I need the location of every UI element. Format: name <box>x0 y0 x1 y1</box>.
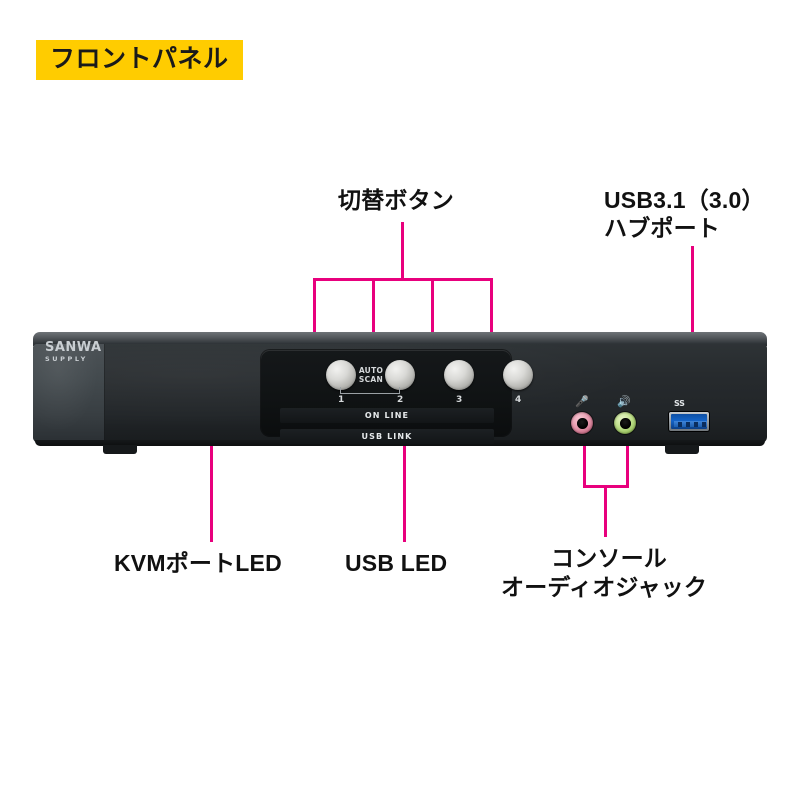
leader-audio-stem <box>604 485 607 537</box>
console-speaker-jack[interactable] <box>614 412 636 434</box>
leader-switch-stem <box>401 222 404 280</box>
leader-switch-bar <box>313 278 493 281</box>
leader-switch-drop-4 <box>490 278 493 363</box>
callout-usb-led: USB LED <box>345 550 448 576</box>
leader-audio-spk-drop <box>626 428 629 488</box>
leader-switch-drop-3 <box>431 278 434 363</box>
usb-pin-4 <box>702 422 706 427</box>
device-left-endcap <box>33 344 105 443</box>
superspeed-usb-icon: SS <box>674 399 685 408</box>
leader-switch-drop-2 <box>372 278 375 363</box>
usb-pin-1 <box>678 422 682 427</box>
callout-console-audio-line2: オーディオジャック <box>501 574 708 600</box>
switch-button-number-3: 3 <box>456 395 463 405</box>
switch-button-number-1: 1 <box>338 395 345 405</box>
section-title-badge: フロントパネル <box>36 40 243 81</box>
speaker-jack-hole <box>619 417 631 429</box>
leader-kvm-led-vertical <box>210 408 213 542</box>
auto-scan-line-1: AUTO <box>358 366 384 375</box>
callout-kvm-port-led: KVMポートLED <box>114 550 282 576</box>
brand-name: SANWA <box>45 340 102 355</box>
on-line-led-strip: ON LINE <box>280 408 494 423</box>
leader-usb-led <box>403 437 406 542</box>
auto-scan-line-2: SCAN <box>358 374 384 384</box>
control-panel-recess: AUTO SCAN 1 2 3 4 ON LINE USB LINK <box>261 350 533 444</box>
switch-button-1[interactable] <box>326 360 356 390</box>
switch-button-number-2: 2 <box>397 395 404 405</box>
switch-button-4[interactable] <box>503 360 533 390</box>
brand-subname: SUPPLY <box>45 355 88 363</box>
callout-usb-hub-port-line2: ハブポート <box>604 215 720 241</box>
leader-usb-hub-port <box>691 246 694 400</box>
device-foot-left <box>103 445 137 454</box>
usb-port-cavity <box>671 414 707 429</box>
auto-scan-label: AUTO SCAN <box>358 366 384 385</box>
callout-console-audio-line1: コンソール <box>551 545 667 571</box>
speaker-icon: 🔊 <box>617 395 631 408</box>
kvm-switch-device: SANWA SUPPLY AUTO SCAN 1 2 3 4 ON LINE U… <box>33 332 767 456</box>
device-top-bevel <box>33 332 767 346</box>
switch-button-number-4: 4 <box>515 395 522 405</box>
usb-link-led-strip: USB LINK <box>280 429 494 444</box>
switch-button-3[interactable] <box>444 360 474 390</box>
usb-pin-2 <box>686 422 690 427</box>
callout-switch-button: 切替ボタン <box>338 187 454 213</box>
switch-button-2[interactable] <box>385 360 415 390</box>
auto-scan-bracket <box>340 387 400 394</box>
console-mic-jack[interactable] <box>571 412 593 434</box>
mic-jack-hole <box>576 417 588 429</box>
leader-switch-drop-1 <box>313 278 316 363</box>
usb-port-tongue <box>674 421 707 427</box>
sanwa-supply-logo: SANWA SUPPLY <box>45 341 102 363</box>
usb3-hub-port[interactable] <box>669 412 709 431</box>
device-foot-right <box>665 445 699 454</box>
usb-pin-3 <box>694 422 698 427</box>
callout-usb-hub-port-line1: USB3.1（3.0） <box>604 187 765 213</box>
leader-audio-mic-drop <box>583 428 586 488</box>
mic-icon: 🎤 <box>575 395 589 408</box>
